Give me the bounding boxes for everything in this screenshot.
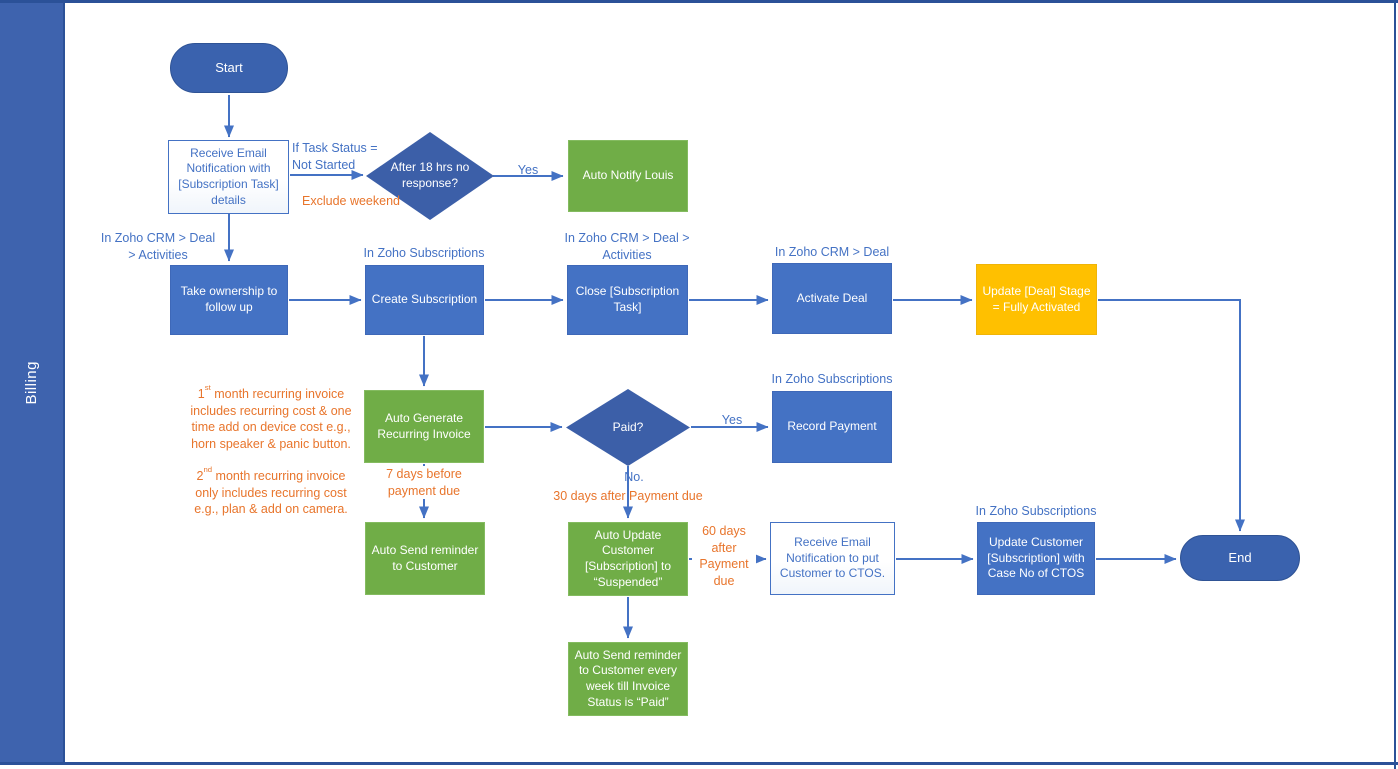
label-in-zoho-subscriptions-3: In Zoho Subscriptions [975,504,1097,518]
label-in-crm-deal-activities-1: In Zoho CRM > Deal > Activities [100,231,216,262]
node-update-deal-stage: Update [Deal] Stage = Fully Activated [976,264,1097,335]
label-in-zoho-subscriptions-2: In Zoho Subscriptions [771,372,893,386]
label-30-days: 30 days after Payment due [553,489,703,503]
frame-bottom-border [0,762,1398,765]
label-in-zoho-subscriptions-1: In Zoho Subscriptions [363,246,485,260]
node-activate-deal: Activate Deal [772,263,892,334]
node-receive-ctos-notification: Receive Email Notification to put Custom… [770,522,895,595]
node-auto-generate-invoice: Auto Generate Recurring Invoice [364,390,484,463]
node-auto-update-suspended: Auto Update Customer [Subscription] to “… [568,522,688,596]
label-exclude-weekend: Exclude weekend [302,194,400,208]
label-no: No. [624,470,644,484]
label-in-crm-deal: In Zoho CRM > Deal [774,245,890,259]
frame-top-border [0,0,1398,3]
node-update-ctos-case: Update Customer [Subscription] with Case… [977,522,1095,595]
decision-after-18hrs-label: After 18 hrs no response? [390,160,470,190]
connector [1098,299,1245,532]
label-in-crm-deal-activities-2: In Zoho CRM > Deal > Activities [564,231,690,262]
node-create-subscription: Create Subscription [365,265,484,335]
label-yes-18hrs: Yes [517,163,539,177]
label-if-task-status: If Task Status = Not Started [292,141,378,172]
swimlane-billing: Billing [0,3,65,762]
node-take-ownership: Take ownership to follow up [170,265,288,335]
label-60-days: 60 days after Payment due [692,523,756,589]
node-auto-notify-louis: Auto Notify Louis [568,140,688,212]
node-record-payment: Record Payment [772,391,892,463]
node-end: End [1180,535,1300,581]
node-start: Start [170,43,288,93]
node-receive-email-notification: Receive Email Notification with [Subscri… [168,140,289,214]
node-close-subscription-task: Close [Subscription Task] [567,265,688,335]
label-yes-paid: Yes [721,413,743,427]
frame-right-border [1394,0,1396,769]
node-weekly-reminder: Auto Send reminder to Customer every wee… [568,642,688,716]
node-auto-send-reminder: Auto Send reminder to Customer [365,522,485,595]
label-7-days: 7 days before payment due [384,466,464,499]
decision-paid-label: Paid? [612,419,644,434]
